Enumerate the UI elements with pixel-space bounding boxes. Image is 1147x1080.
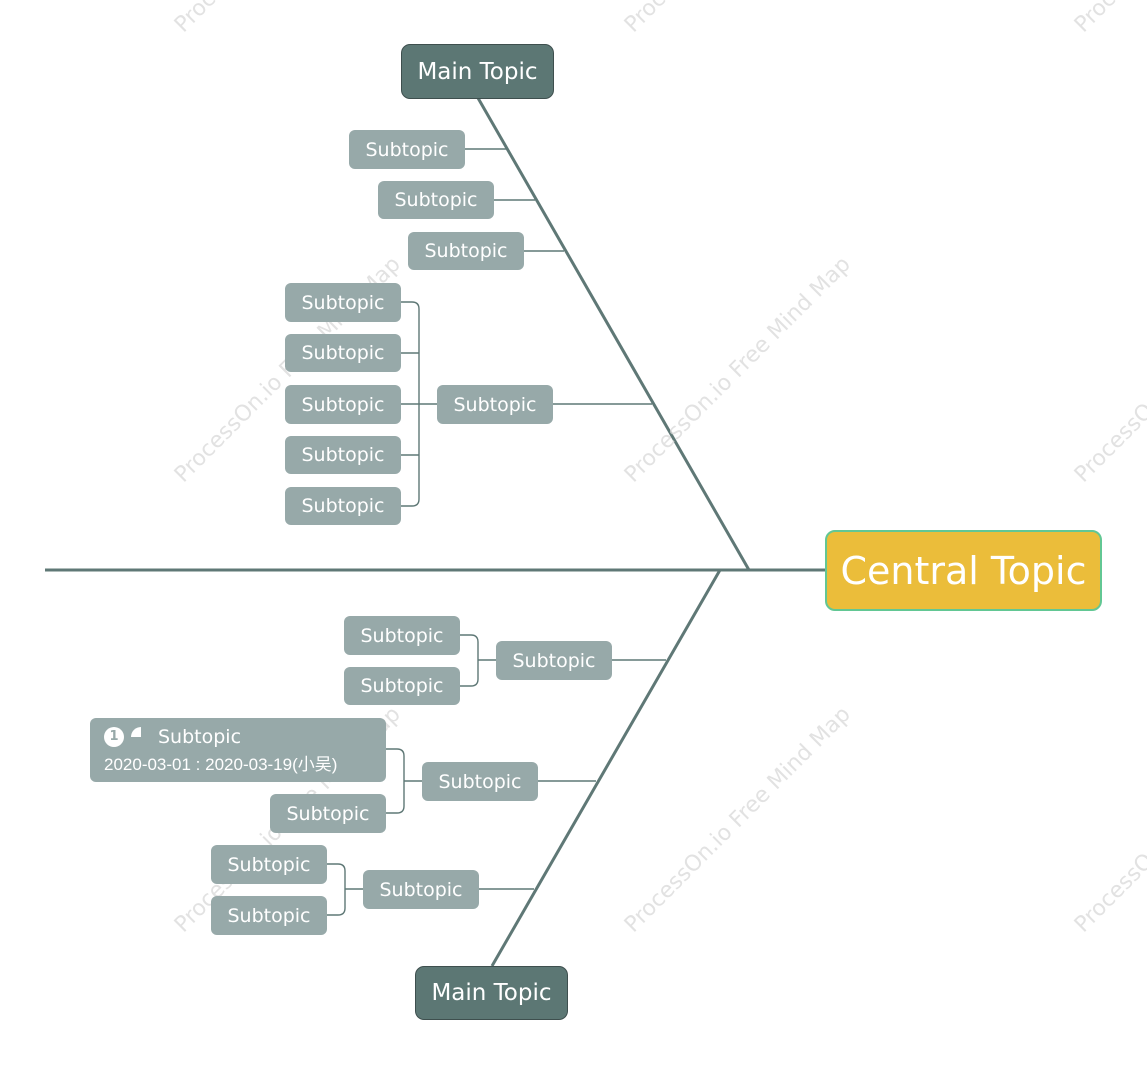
priority-1-icon: 1 <box>104 726 124 747</box>
bracket <box>386 748 405 814</box>
subtopic-child[interactable]: Subtopic <box>285 487 401 525</box>
subtopic[interactable]: Subtopic <box>422 762 538 801</box>
bracket <box>327 863 346 916</box>
task-subtopic-header: 1 Subtopic <box>104 726 241 748</box>
subtopic-child[interactable]: Subtopic <box>285 436 401 474</box>
bracket <box>460 634 479 687</box>
subtopic[interactable]: Subtopic <box>363 870 479 909</box>
subtopic-child[interactable]: Subtopic <box>285 334 401 372</box>
main-topic-upper[interactable]: Main Topic <box>401 44 554 99</box>
upper-branch-line <box>476 97 751 571</box>
task-subtopic[interactable]: 1 Subtopic 2020-03-01 : 2020-03-19(小吴) <box>90 718 386 782</box>
subtopic-child[interactable]: Subtopic <box>211 896 327 935</box>
subtopic-child[interactable]: Subtopic <box>344 616 460 655</box>
subtopic-child[interactable]: Subtopic <box>211 845 327 884</box>
subtopic-child[interactable]: Subtopic <box>270 794 386 833</box>
subtopic[interactable]: Subtopic <box>378 181 494 219</box>
subtopic[interactable]: Subtopic <box>408 232 524 270</box>
subtopic[interactable]: Subtopic <box>349 130 465 169</box>
progress-three-quarter-icon <box>131 726 151 747</box>
subtopic[interactable]: Subtopic <box>437 385 553 424</box>
subtopic-child[interactable]: Subtopic <box>285 283 401 322</box>
task-subtopic-label: Subtopic <box>158 725 242 748</box>
subtopic[interactable]: Subtopic <box>496 641 612 680</box>
central-topic[interactable]: Central Topic <box>825 530 1102 611</box>
subtopic-child[interactable]: Subtopic <box>285 385 401 424</box>
task-dates: 2020-03-01 : 2020-03-19(小吴) <box>104 754 338 774</box>
lower-branch-line <box>490 569 722 967</box>
subtopic-child[interactable]: Subtopic <box>344 667 460 705</box>
main-topic-lower[interactable]: Main Topic <box>415 966 568 1020</box>
